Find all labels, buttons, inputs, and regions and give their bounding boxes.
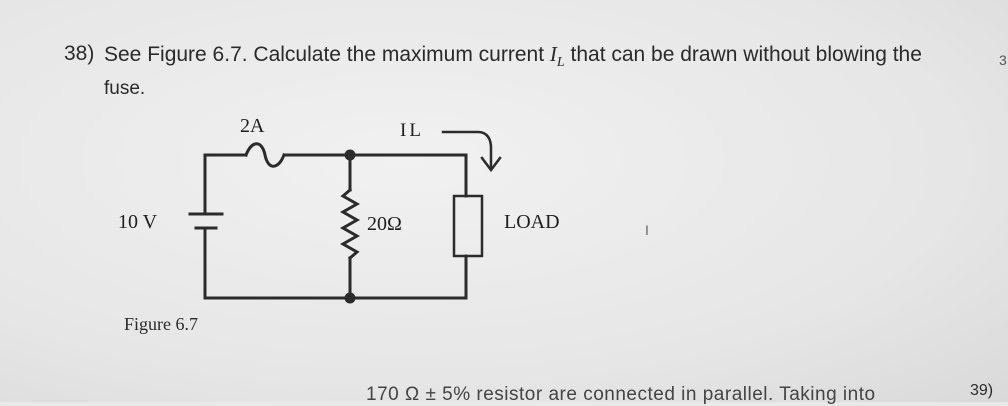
question-text: See Figure 6.7. Calculate the maximum cu… (104, 42, 922, 71)
current-label: IL (400, 120, 424, 141)
next-question-partial: 170 Ω ± 5% resistor are connected in par… (366, 384, 876, 405)
current-symbol: IL (549, 42, 565, 71)
question-text-after: that can be drawn without blowing the (564, 43, 922, 66)
load-label: LOAD (504, 211, 560, 233)
source-label: 10 V (118, 211, 158, 233)
edge-character: 3 (999, 52, 1007, 68)
junction-top (344, 149, 356, 161)
resistor-label: 20Ω (367, 213, 402, 235)
fuse-symbol (244, 142, 286, 168)
question-text-before: See Figure 6.7. Calculate the maximum cu… (104, 43, 550, 66)
current-arrowhead (480, 156, 502, 173)
figure-caption: Figure 6.7 (124, 314, 198, 334)
text-cursor-icon: I (645, 222, 649, 238)
current-arrow (441, 130, 493, 170)
next-question-number: 39) (970, 382, 994, 399)
question-continuation: fuse. (104, 78, 146, 99)
question-number: 38) (64, 42, 95, 65)
junction-bottom (344, 292, 356, 304)
load-box (452, 194, 484, 258)
resistor-symbol (339, 187, 361, 261)
fuse-label: 2A (240, 115, 265, 137)
